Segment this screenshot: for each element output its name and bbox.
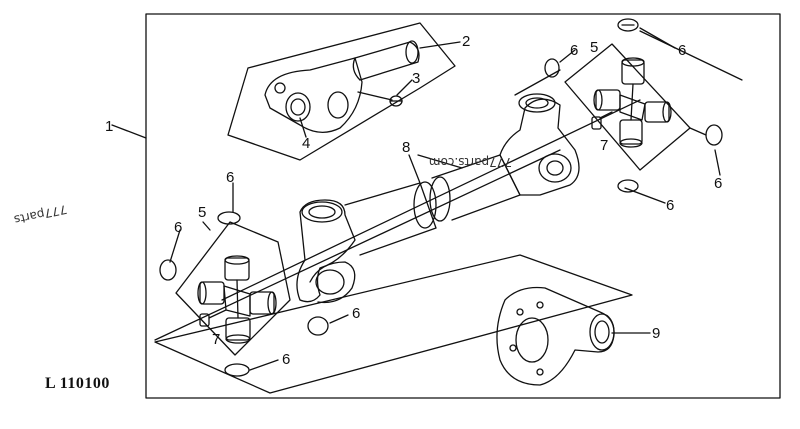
callout-6h: 6 [282,351,290,368]
part-2-slip-yoke-group [228,23,460,160]
callout-6a: 6 [570,42,578,59]
callout-6e: 6 [226,169,234,186]
callout-6d: 6 [666,197,674,214]
watermark-left: 777parts [13,202,69,227]
part-5-cross-kit-left [160,183,348,376]
callout-9: 9 [652,325,660,342]
leader-1 [112,125,146,138]
callout-7-right: 7 [600,137,608,154]
callout-4: 4 [302,135,310,152]
callout-2: 2 [462,33,470,50]
callout-1: 1 [105,118,113,135]
callout-6c: 6 [714,175,722,192]
callout-6b: 6 [678,42,686,59]
callout-5-right: 5 [590,39,598,56]
part-8-drive-shaft [155,94,640,340]
part-9-flange-yoke [155,255,650,393]
callout-3: 3 [412,70,420,87]
callout-8: 8 [402,139,410,156]
callout-6f: 6 [174,219,182,236]
callout-5-left: 5 [198,204,206,221]
figure-reference: L 110100 [45,375,110,392]
callout-6g: 6 [352,305,360,322]
watermark-center: 777parts.com [429,155,512,169]
callout-7-left: 7 [212,331,220,348]
diagram-frame [146,14,780,398]
